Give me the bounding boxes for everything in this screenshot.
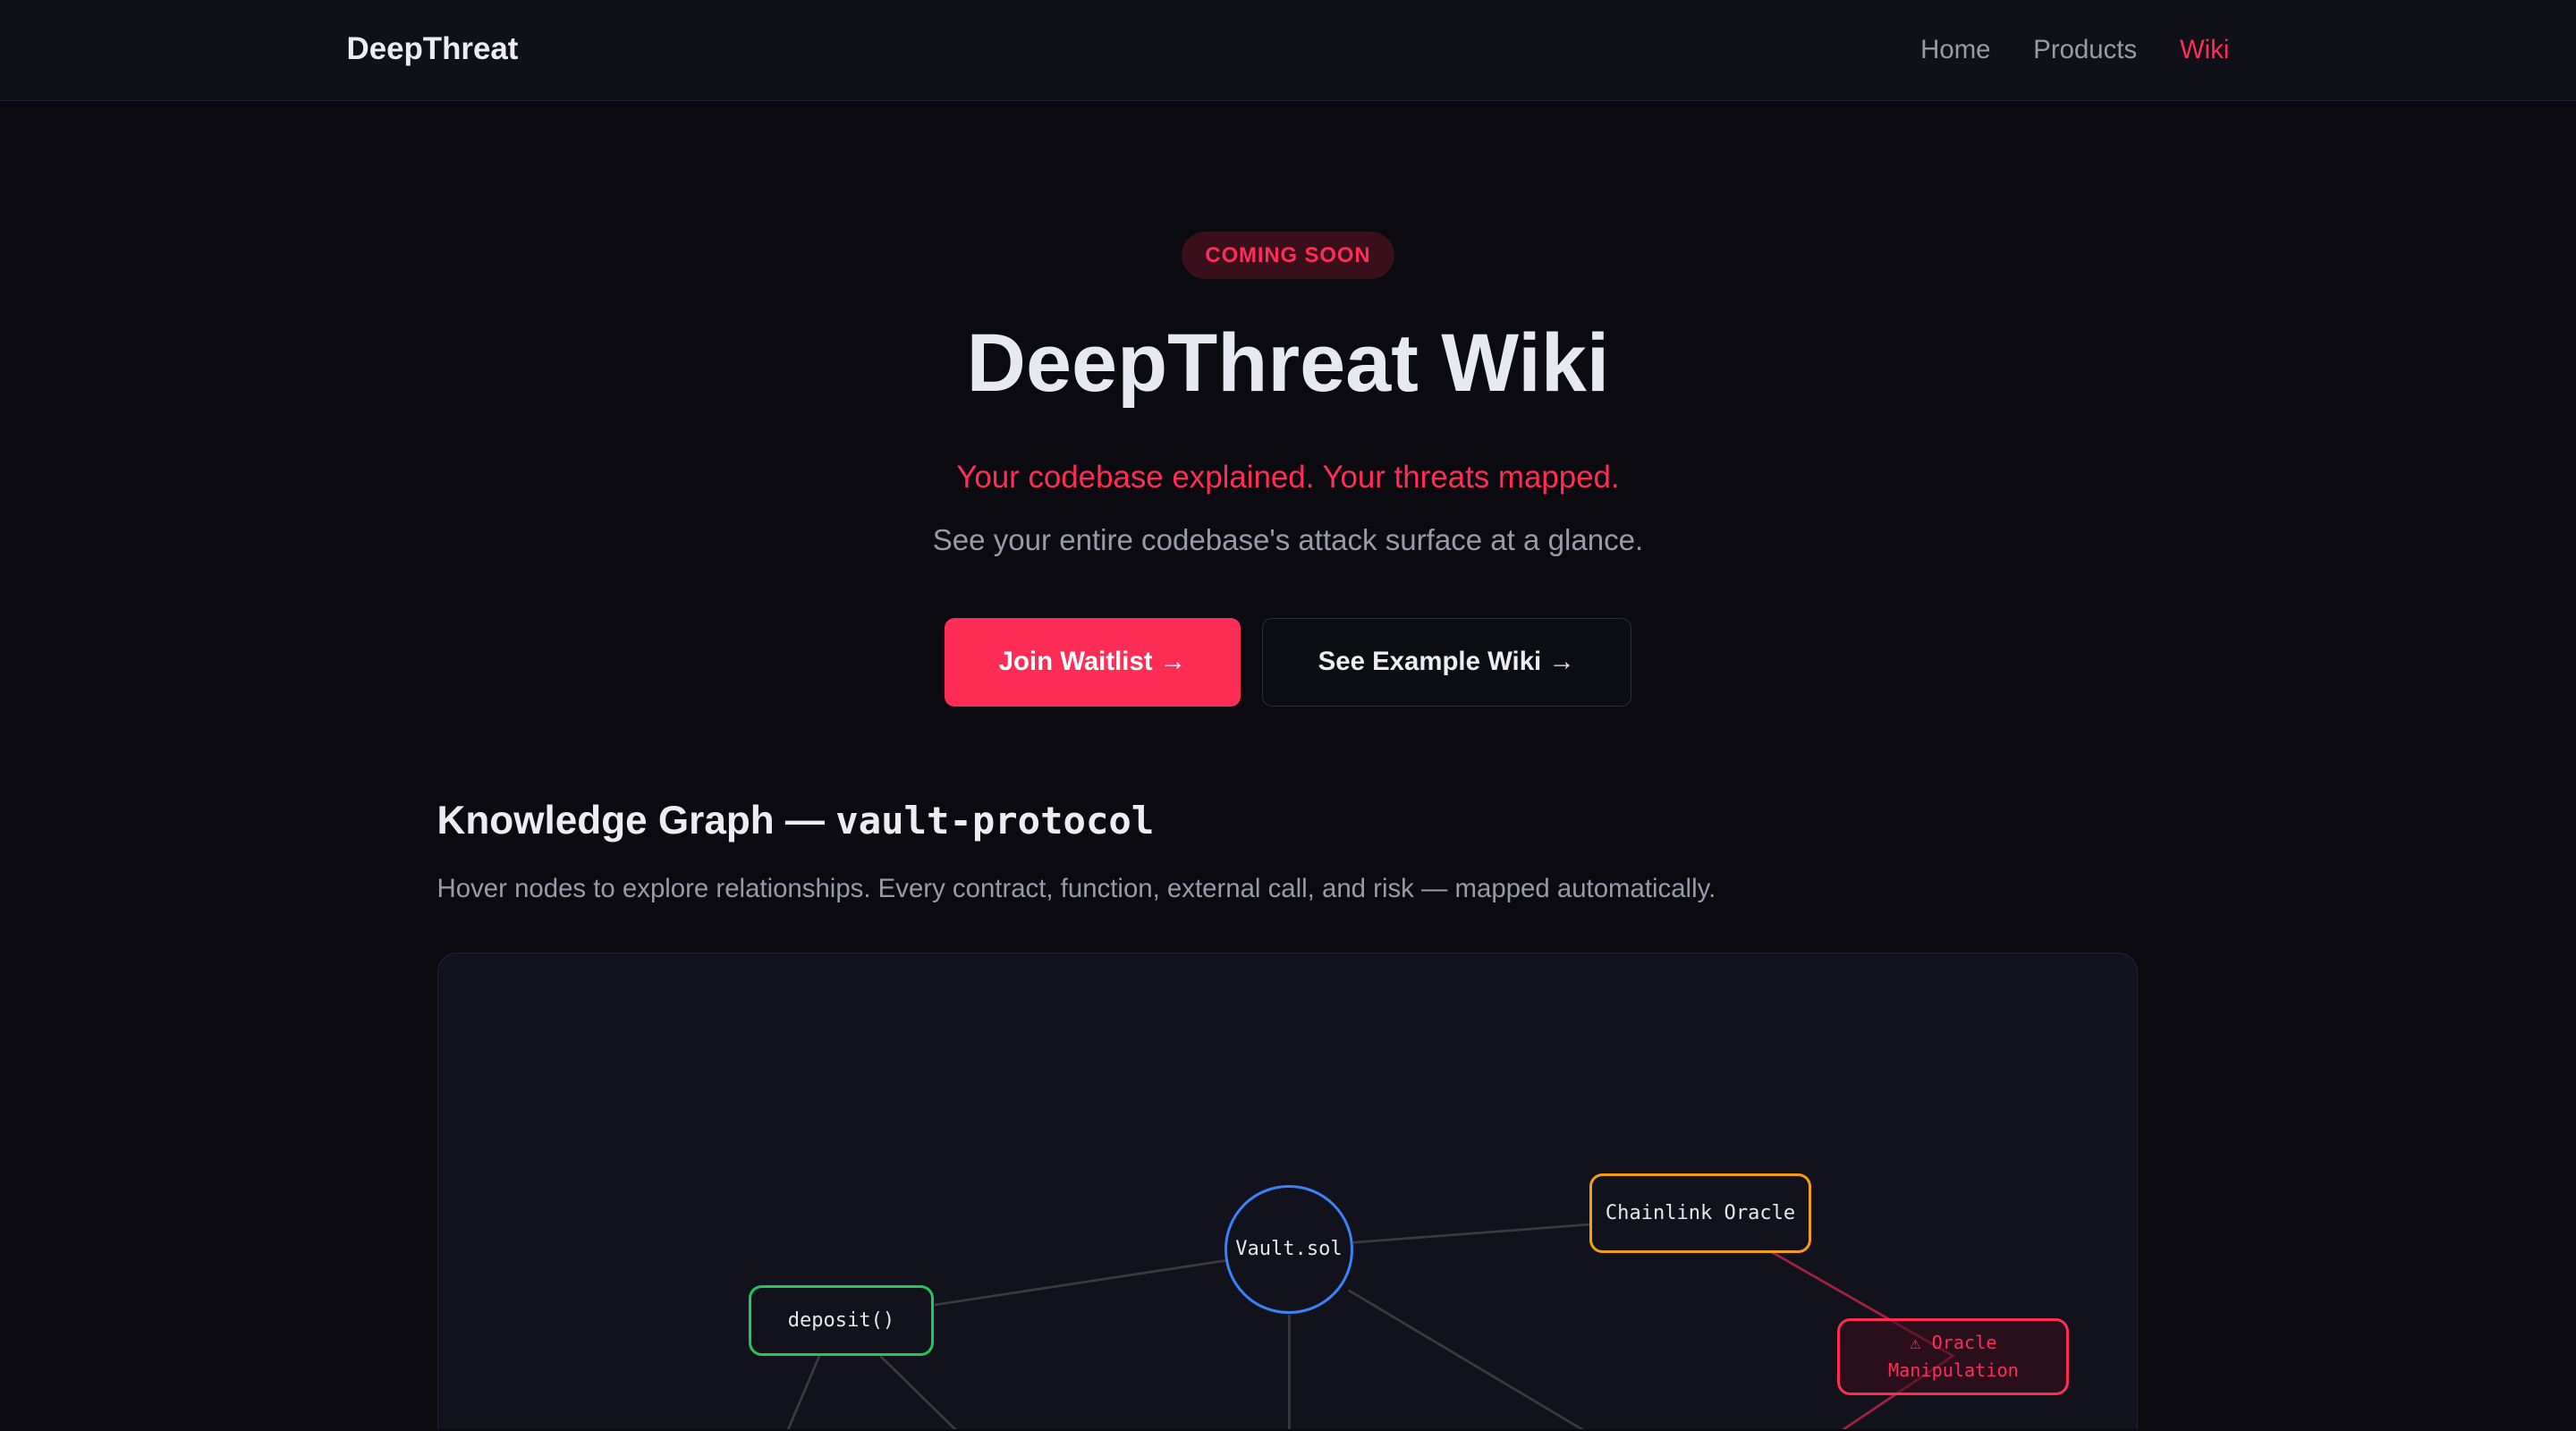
node-vault-sol[interactable]: Vault.sol xyxy=(1224,1185,1353,1314)
node-chainlink-oracle[interactable]: Chainlink Oracle xyxy=(1589,1173,1812,1253)
page-title: DeepThreat Wiki xyxy=(966,318,1610,410)
graph-description: Hover nodes to explore relationships. Ev… xyxy=(436,874,1716,904)
join-waitlist-button[interactable]: Join Waitlist → xyxy=(945,617,1241,707)
logo[interactable]: DeepThreat xyxy=(346,30,519,66)
repo-name: vault-protocol xyxy=(835,798,1155,843)
top-nav: DeepThreat Home Products Wiki xyxy=(0,0,2576,102)
node-deposit[interactable]: deposit() xyxy=(748,1285,935,1357)
node-oracle-manipulation-risk[interactable]: ⚠ Oracle Manipulation xyxy=(1837,1318,2070,1396)
edge-vault-diag xyxy=(1347,1289,1584,1429)
nav-home[interactable]: Home xyxy=(1920,34,1991,64)
nav-products[interactable]: Products xyxy=(2033,34,2138,64)
graph-heading-text: Knowledge Graph — xyxy=(436,798,836,843)
edge-deposit-right xyxy=(878,1355,956,1429)
see-example-wiki-button[interactable]: See Example Wiki → xyxy=(1261,617,1631,707)
graph-heading: Knowledge Graph — vault-protocol xyxy=(437,799,1155,843)
edge-deposit-left xyxy=(786,1355,820,1429)
coming-soon-badge: COMING SOON xyxy=(1181,231,1395,280)
tagline: Your codebase explained. Your threats ma… xyxy=(956,460,1620,495)
edge-vault-oracle xyxy=(1352,1223,1590,1244)
knowledge-graph-panel: Vault.sol Chainlink Oracle deposit() ⚠ O… xyxy=(436,953,2138,1429)
nav-wiki[interactable]: Wiki xyxy=(2179,34,2230,64)
edge-deposit-vault xyxy=(934,1259,1225,1307)
subtitle: See your entire codebase's attack surfac… xyxy=(932,523,1644,557)
